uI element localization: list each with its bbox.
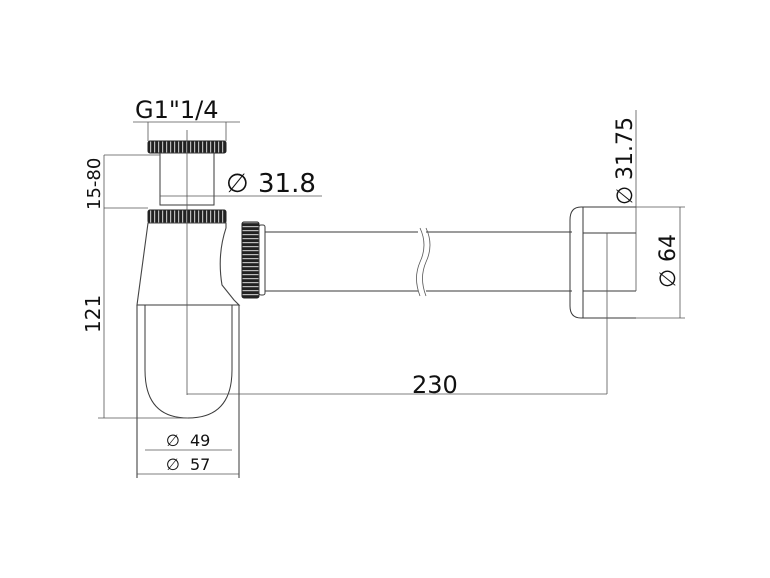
dim-body-height: 121 — [81, 208, 188, 419]
dim-flange: ∅ 64 — [636, 206, 685, 319]
center-lines — [186, 130, 607, 395]
dim-cup-outer: ∅ 57 — [137, 455, 239, 475]
trap-body — [136, 222, 241, 306]
cup-inner-symbol: ∅ — [166, 431, 180, 450]
trap-cup — [136, 305, 240, 478]
flange-symbol: ∅ — [656, 269, 681, 288]
flange-value: 64 — [656, 234, 681, 262]
outlet-nut — [241, 221, 266, 299]
cup-outer-symbol: ∅ — [166, 455, 180, 474]
thread-label: G1"1/4 — [135, 96, 219, 124]
outlet-pipe-value: 31.75 — [613, 117, 638, 180]
outlet-length-label: 230 — [412, 371, 458, 399]
body-height-label: 121 — [81, 295, 105, 333]
dim-outlet-pipe: ∅ 31.75 — [613, 110, 638, 291]
inlet-diameter-value: 31.8 — [258, 169, 316, 199]
outlet-pipe — [265, 227, 572, 297]
dim-inlet-diameter: ∅ 31.8 — [160, 169, 322, 199]
dim-thread: G1"1/4 — [133, 96, 240, 141]
dim-height-adjust: 15-80 — [84, 154, 160, 210]
outlet-pipe-symbol: ∅ — [613, 186, 638, 205]
inlet-diameter-symbol: ∅ — [226, 169, 249, 199]
break-line — [416, 227, 425, 297]
dim-outlet-length: 230 — [412, 371, 458, 399]
cup-outer-value: 57 — [190, 455, 210, 474]
height-adjust-label: 15-80 — [84, 158, 105, 210]
dim-cup-inner: ∅ 49 — [145, 431, 232, 451]
cup-inner-value: 49 — [190, 431, 210, 450]
wall-flange — [569, 206, 636, 394]
